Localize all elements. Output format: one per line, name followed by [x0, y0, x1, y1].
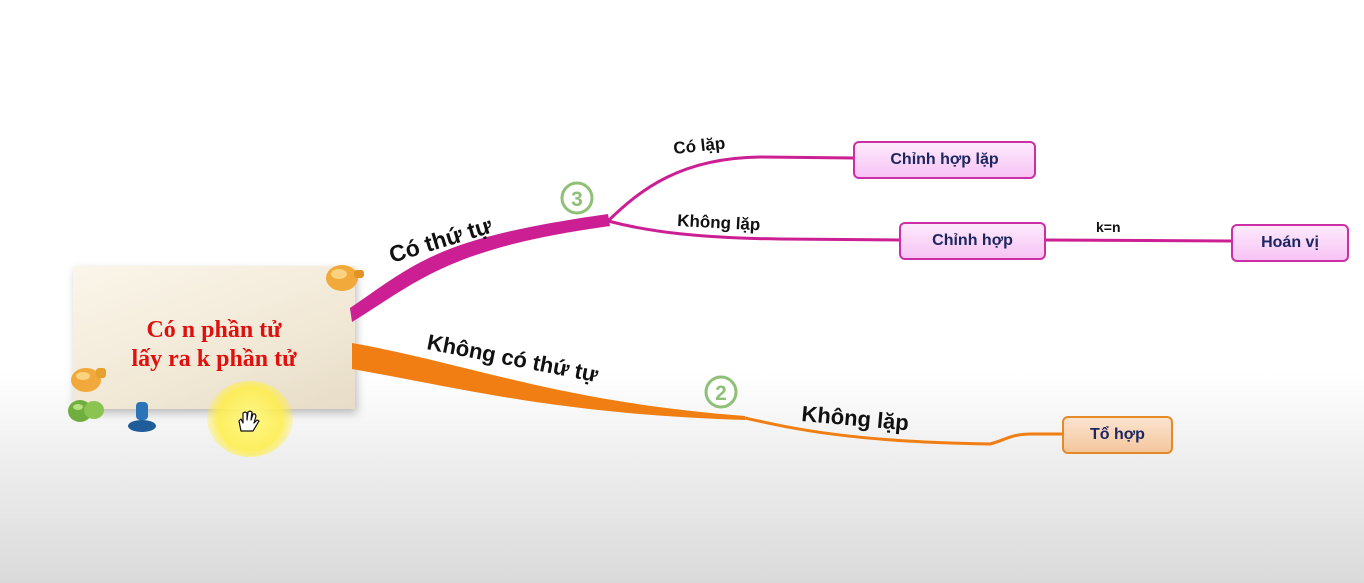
root-line-2: lấy ra k phần tử	[131, 346, 297, 372]
sub-unordered-norepeat-label: Không lặp	[801, 401, 910, 435]
node-to-hop[interactable]: Tổ hợp	[1062, 416, 1173, 454]
node-to-hop-label: Tổ hợp	[1090, 426, 1145, 443]
sub-repeat-connector	[606, 155, 855, 223]
node-chinh-hop[interactable]: Chỉnh hợp	[899, 222, 1046, 260]
badge-ordered: 3	[560, 181, 594, 215]
pushpin-icon	[128, 402, 156, 432]
badge-ordered-number: 3	[571, 188, 583, 211]
sub-unordered-norepeat-connector	[744, 416, 1063, 446]
sub-norepeat-label: Không lặp	[677, 211, 761, 234]
node-chinh-hop-label: Chỉnh hợp	[932, 232, 1013, 249]
badge-unordered-number: 2	[715, 382, 727, 405]
edge-kn-label: k=n	[1096, 219, 1121, 235]
root-note	[73, 266, 355, 409]
hand-cursor-icon	[238, 410, 260, 432]
root-label: Có n phần tử lấy ra k phần tử	[73, 316, 355, 374]
pushpin-icon	[68, 400, 104, 422]
branch-unordered-connector	[352, 343, 745, 420]
node-hoan-vi-label: Hoán vị	[1261, 234, 1319, 251]
badge-unordered: 2	[704, 375, 738, 409]
node-chinh-hop-lap-label: Chỉnh hợp lặp	[890, 151, 999, 168]
sub-repeat-label: Có lặp	[672, 134, 726, 158]
sub-norepeat-connector	[607, 219, 901, 242]
node-hoan-vi[interactable]: Hoán vị	[1231, 224, 1349, 262]
branch-ordered-connector	[350, 214, 610, 322]
root-line-1: Có n phần tử	[146, 317, 282, 343]
node-chinh-hop-lap[interactable]: Chỉnh hợp lặp	[853, 141, 1036, 179]
pushpin-icon	[71, 368, 106, 392]
edge-chinhhop-hoanvi	[1045, 238, 1233, 243]
pushpin-icon	[326, 265, 364, 291]
